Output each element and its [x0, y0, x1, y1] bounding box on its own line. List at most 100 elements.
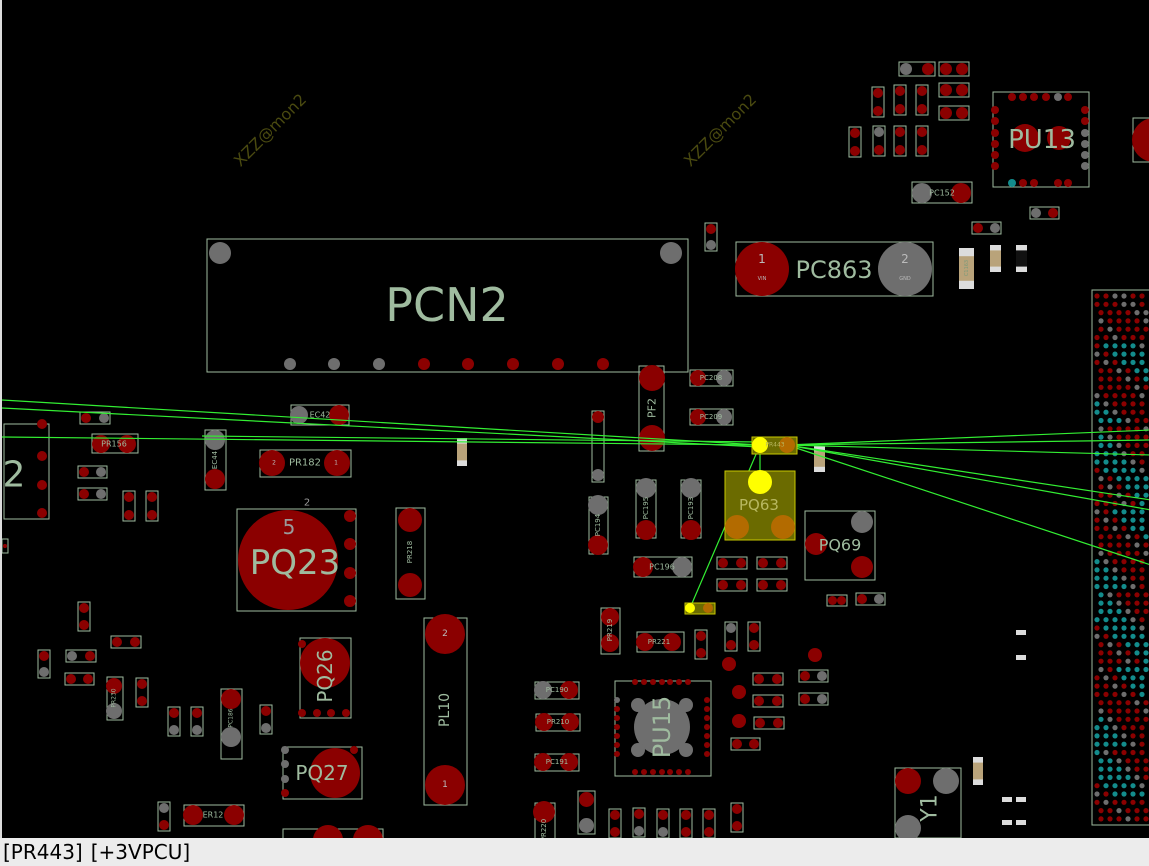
smd-part[interactable]: [724, 621, 738, 652]
smd-part[interactable]: [77, 465, 108, 479]
smd-part[interactable]: [2, 538, 9, 554]
smd-part[interactable]: [37, 649, 51, 679]
part-pr218[interactable]: PR218: [395, 507, 426, 600]
smd-part[interactable]: [730, 737, 761, 751]
smd-part[interactable]: [752, 672, 784, 686]
smd-part[interactable]: [577, 790, 596, 835]
part-pq69[interactable]: PQ69: [804, 510, 876, 581]
smd-part[interactable]: [747, 621, 761, 652]
smd-part[interactable]: [122, 490, 136, 522]
part-pl10[interactable]: PL10: [423, 614, 468, 806]
chip-component[interactable]: [1016, 245, 1027, 272]
part-pu15[interactable]: PU15: [614, 679, 712, 777]
smd-part[interactable]: [756, 578, 788, 592]
part-y1[interactable]: Y1: [894, 767, 962, 838]
part-pc194[interactable]: PC194: [588, 495, 609, 555]
smd-part[interactable]: [77, 487, 108, 501]
part-pq63-selected[interactable]: PQ63: [724, 470, 796, 541]
smd-part[interactable]: [679, 808, 693, 838]
part-ec42[interactable]: EC42: [290, 404, 350, 426]
part[interactable]: [282, 825, 384, 838]
part[interactable]: [591, 410, 605, 483]
part-pr221[interactable]: PR221: [636, 631, 685, 653]
component-label: PC186: [228, 708, 235, 727]
smd-part[interactable]: [608, 808, 622, 838]
smd-part[interactable]: [898, 61, 936, 77]
smd-part[interactable]: [798, 669, 829, 683]
smd-part[interactable]: [938, 105, 970, 121]
part-pc190[interactable]: PC190: [534, 681, 580, 700]
smd-part[interactable]: [167, 706, 181, 737]
smd-part[interactable]: [915, 84, 929, 116]
smd-part[interactable]: [77, 601, 91, 632]
part-pc191[interactable]: PC191: [534, 753, 580, 772]
smd-part[interactable]: [157, 801, 171, 832]
part-pu13[interactable]: PU13: [991, 91, 1090, 188]
smd-part[interactable]: [259, 704, 273, 735]
smd-part[interactable]: [1029, 206, 1060, 220]
smd-part[interactable]: [915, 125, 929, 157]
part-er12[interactable]: ER12: [183, 804, 245, 827]
part-pc863[interactable]: PC863: [735, 241, 934, 297]
smd-part[interactable]: [855, 592, 886, 606]
part-pcn2[interactable]: PCN2: [206, 238, 689, 373]
chip-component[interactable]: [814, 446, 825, 472]
chip-component[interactable]: [457, 438, 467, 466]
smd-part[interactable]: [938, 61, 970, 77]
smd-part[interactable]: [65, 649, 97, 663]
smd-part[interactable]: [938, 82, 970, 98]
part-j_left[interactable]: 2: [3, 419, 50, 520]
smd-part[interactable]: [135, 677, 149, 708]
smd-part[interactable]: [656, 808, 670, 838]
part-pc208[interactable]: PC208: [689, 369, 734, 387]
smd-part[interactable]: [632, 807, 646, 838]
smd-part[interactable]: [145, 490, 159, 522]
part-pr443-selected[interactable]: PR443: [751, 436, 798, 455]
part-pr182[interactable]: PR182: [259, 449, 352, 478]
smd-part[interactable]: [730, 802, 744, 833]
smd-part[interactable]: [110, 635, 142, 649]
part-pr210[interactable]: PR210: [535, 713, 581, 732]
smd-part[interactable]: [848, 126, 862, 158]
smd-part[interactable]: [694, 629, 708, 660]
part-pc195[interactable]: PC195: [635, 478, 657, 540]
part-pr219[interactable]: PR219: [600, 607, 621, 655]
smd-part[interactable]: [893, 84, 907, 116]
smd-part[interactable]: [798, 692, 829, 706]
part-pc186[interactable]: PC186: [220, 688, 243, 760]
smd-part[interactable]: [190, 706, 204, 737]
part-pq23[interactable]: PQ23: [236, 508, 357, 612]
smd-part[interactable]: [826, 594, 848, 607]
part-pr220[interactable]: PR220: [533, 801, 556, 838]
part-pc209[interactable]: PC209: [689, 408, 734, 426]
pad: [817, 671, 827, 681]
chip-component[interactable]: [973, 757, 983, 785]
smd-part[interactable]: [752, 694, 784, 708]
smd-part[interactable]: [872, 125, 886, 157]
part-pc152[interactable]: PC152: [911, 181, 973, 204]
part-pr156[interactable]: PR156: [91, 433, 139, 454]
part-selected[interactable]: [684, 602, 716, 615]
smd-part[interactable]: [716, 578, 748, 592]
smd-part[interactable]: [753, 716, 785, 730]
smd-part[interactable]: [716, 556, 748, 570]
smd-part[interactable]: [704, 222, 718, 252]
part-pc193[interactable]: PC193: [680, 478, 702, 540]
part[interactable]: [1132, 117, 1149, 163]
part-pq26[interactable]: PQ26: [298, 637, 352, 719]
smd-part[interactable]: [893, 125, 907, 157]
chip-component[interactable]: [990, 245, 1001, 272]
part-pq27[interactable]: PQ27: [281, 746, 363, 800]
part-pr230[interactable]: PR230: [106, 676, 124, 721]
smd-part[interactable]: [971, 221, 1002, 235]
smd-part[interactable]: [871, 86, 885, 118]
smd-part[interactable]: [756, 556, 788, 570]
part-pc196[interactable]: PC196: [633, 556, 693, 578]
smd-part[interactable]: [64, 672, 95, 686]
part-ec44[interactable]: EC44: [204, 429, 227, 491]
smd-part[interactable]: [702, 808, 716, 838]
chip-component[interactable]: [959, 248, 974, 289]
smd-part[interactable]: [79, 411, 111, 425]
